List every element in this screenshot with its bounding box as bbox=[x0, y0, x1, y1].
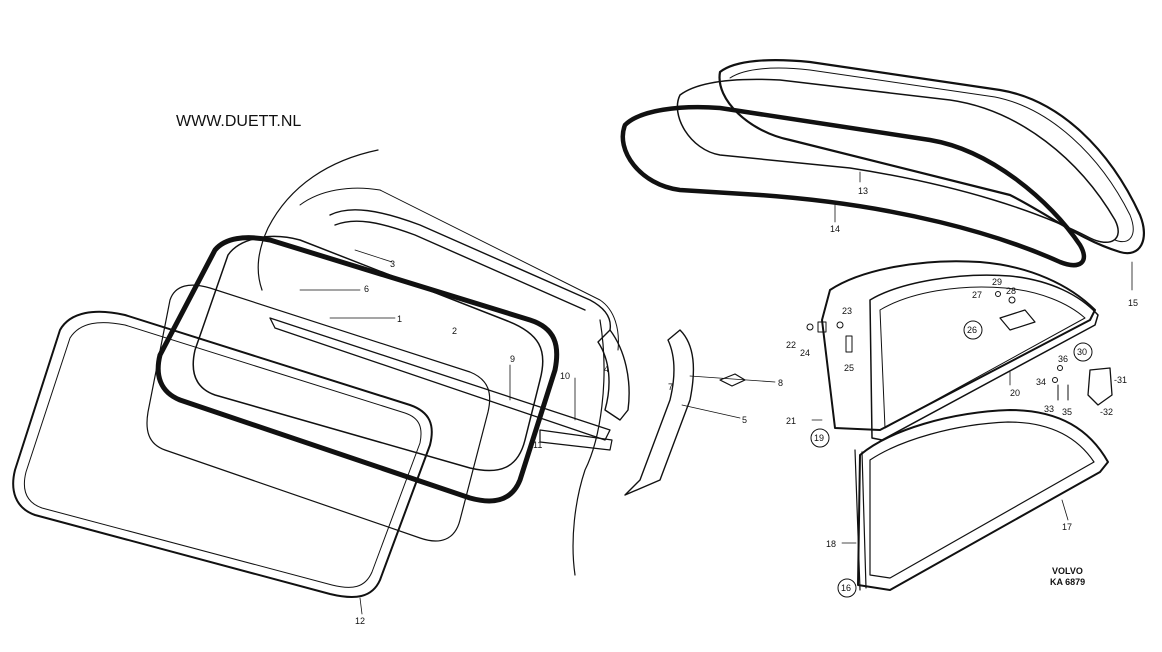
a-pillar-part-5 bbox=[624, 329, 695, 496]
part-label-17: 17 bbox=[1062, 522, 1072, 532]
part-label-32: -32 bbox=[1100, 407, 1113, 417]
part-label-28: 28 bbox=[1006, 286, 1016, 296]
trim-strip-part-9 bbox=[269, 317, 611, 441]
part-label-36: 36 bbox=[1058, 354, 1068, 364]
part-label-10: 10 bbox=[560, 371, 570, 381]
part-label-20: 20 bbox=[1010, 388, 1020, 398]
bracket-part-31 bbox=[1087, 367, 1113, 406]
part-label-29: 29 bbox=[992, 277, 1002, 287]
part-label-2: 2 bbox=[452, 326, 457, 336]
part-label-34: 34 bbox=[1036, 377, 1046, 387]
body-shell-outline bbox=[257, 149, 605, 576]
quarter-window-upper bbox=[806, 260, 1113, 441]
part-label-13: 13 bbox=[858, 186, 868, 196]
body-shell-inner bbox=[299, 187, 619, 351]
part-label-21: 21 bbox=[786, 416, 796, 426]
part-label-4: 4 bbox=[604, 364, 609, 374]
rear-window-assembly bbox=[620, 59, 1145, 291]
quarter-glass-part-20 bbox=[869, 274, 1099, 441]
part-label-16: 16 bbox=[841, 583, 851, 593]
screw-part-29 bbox=[995, 291, 1001, 297]
screw-part-22 bbox=[806, 323, 814, 331]
rear-frame-part-15 bbox=[718, 59, 1145, 255]
part-label-23: 23 bbox=[842, 306, 852, 316]
windscreen-glass-part-2 bbox=[192, 235, 544, 472]
part-label-9: 9 bbox=[510, 354, 515, 364]
part-label-14: 14 bbox=[830, 224, 840, 234]
part-labels: 1 2 3 4 5 6 7 8 9 10 11 12 13 14 15 16 1… bbox=[355, 186, 1138, 626]
latch-part-26 bbox=[999, 309, 1036, 331]
outer-frame-part-12 bbox=[12, 310, 433, 598]
stamp-line-1: VOLVO bbox=[1052, 566, 1083, 576]
part-label-15: 15 bbox=[1128, 298, 1138, 308]
part-circle-26 bbox=[963, 320, 983, 340]
screw-part-36 bbox=[1057, 365, 1063, 371]
quarter-glass-part-17 bbox=[869, 421, 1095, 579]
quarter-frame-part-19 bbox=[821, 260, 1096, 431]
part-label-30: 30 bbox=[1077, 347, 1087, 357]
part-label-33: 33 bbox=[1044, 404, 1054, 414]
part-label-1: 1 bbox=[397, 314, 402, 324]
screw-part-23 bbox=[836, 321, 844, 329]
rear-frame-inner-edge bbox=[729, 67, 1134, 242]
quarter-glass-inner bbox=[879, 286, 1086, 429]
part-label-24: 24 bbox=[800, 348, 810, 358]
seal-part-18 bbox=[854, 449, 867, 591]
part-label-35: 35 bbox=[1062, 407, 1072, 417]
quarter-frame-part-16 bbox=[857, 409, 1109, 591]
part-circle-16 bbox=[837, 578, 857, 598]
screw-part-28 bbox=[1008, 296, 1016, 304]
part-label-8: 8 bbox=[778, 378, 783, 388]
part-label-25: 25 bbox=[844, 363, 854, 373]
pin-part-25 bbox=[845, 335, 853, 353]
rubber-seal-part-1 bbox=[155, 235, 560, 504]
watermark: WWW.DUETT.NL bbox=[176, 113, 301, 130]
part-label-18: 18 bbox=[826, 539, 836, 549]
part-label-3: 3 bbox=[390, 259, 395, 269]
part-label-12: 12 bbox=[355, 616, 365, 626]
bracket-part-24 bbox=[817, 321, 827, 333]
part-label-26: 26 bbox=[967, 325, 977, 335]
drawing-stamp: VOLVO KA 6879 bbox=[1050, 566, 1085, 587]
windscreen-assembly bbox=[12, 149, 776, 615]
part-label-19: 19 bbox=[814, 433, 824, 443]
part-circle-30 bbox=[1073, 342, 1093, 362]
rain-strip-part-11 bbox=[539, 429, 613, 451]
quarter-window-lower bbox=[841, 409, 1109, 591]
part-label-5: 5 bbox=[742, 415, 747, 425]
outer-frame-inner-edge bbox=[23, 322, 422, 588]
part-label-31: -31 bbox=[1114, 375, 1127, 385]
roof-channel-part-3 bbox=[329, 209, 612, 331]
leader-lines-left bbox=[299, 249, 776, 615]
part-circle-19 bbox=[810, 428, 830, 448]
part-label-11: 11 bbox=[533, 440, 542, 450]
washer-part-34 bbox=[1052, 377, 1058, 383]
a-pillar-part-4 bbox=[597, 329, 630, 421]
rear-seal-part-14 bbox=[620, 104, 1087, 268]
part-label-27: 27 bbox=[972, 290, 982, 300]
part-label-6: 6 bbox=[364, 284, 369, 294]
part-label-7: 7 bbox=[668, 382, 673, 392]
stamp-line-2: KA 6879 bbox=[1050, 577, 1085, 587]
part-label-22: 22 bbox=[786, 340, 796, 350]
inner-moulding bbox=[146, 284, 491, 542]
rear-glass-part-13 bbox=[676, 78, 1119, 243]
